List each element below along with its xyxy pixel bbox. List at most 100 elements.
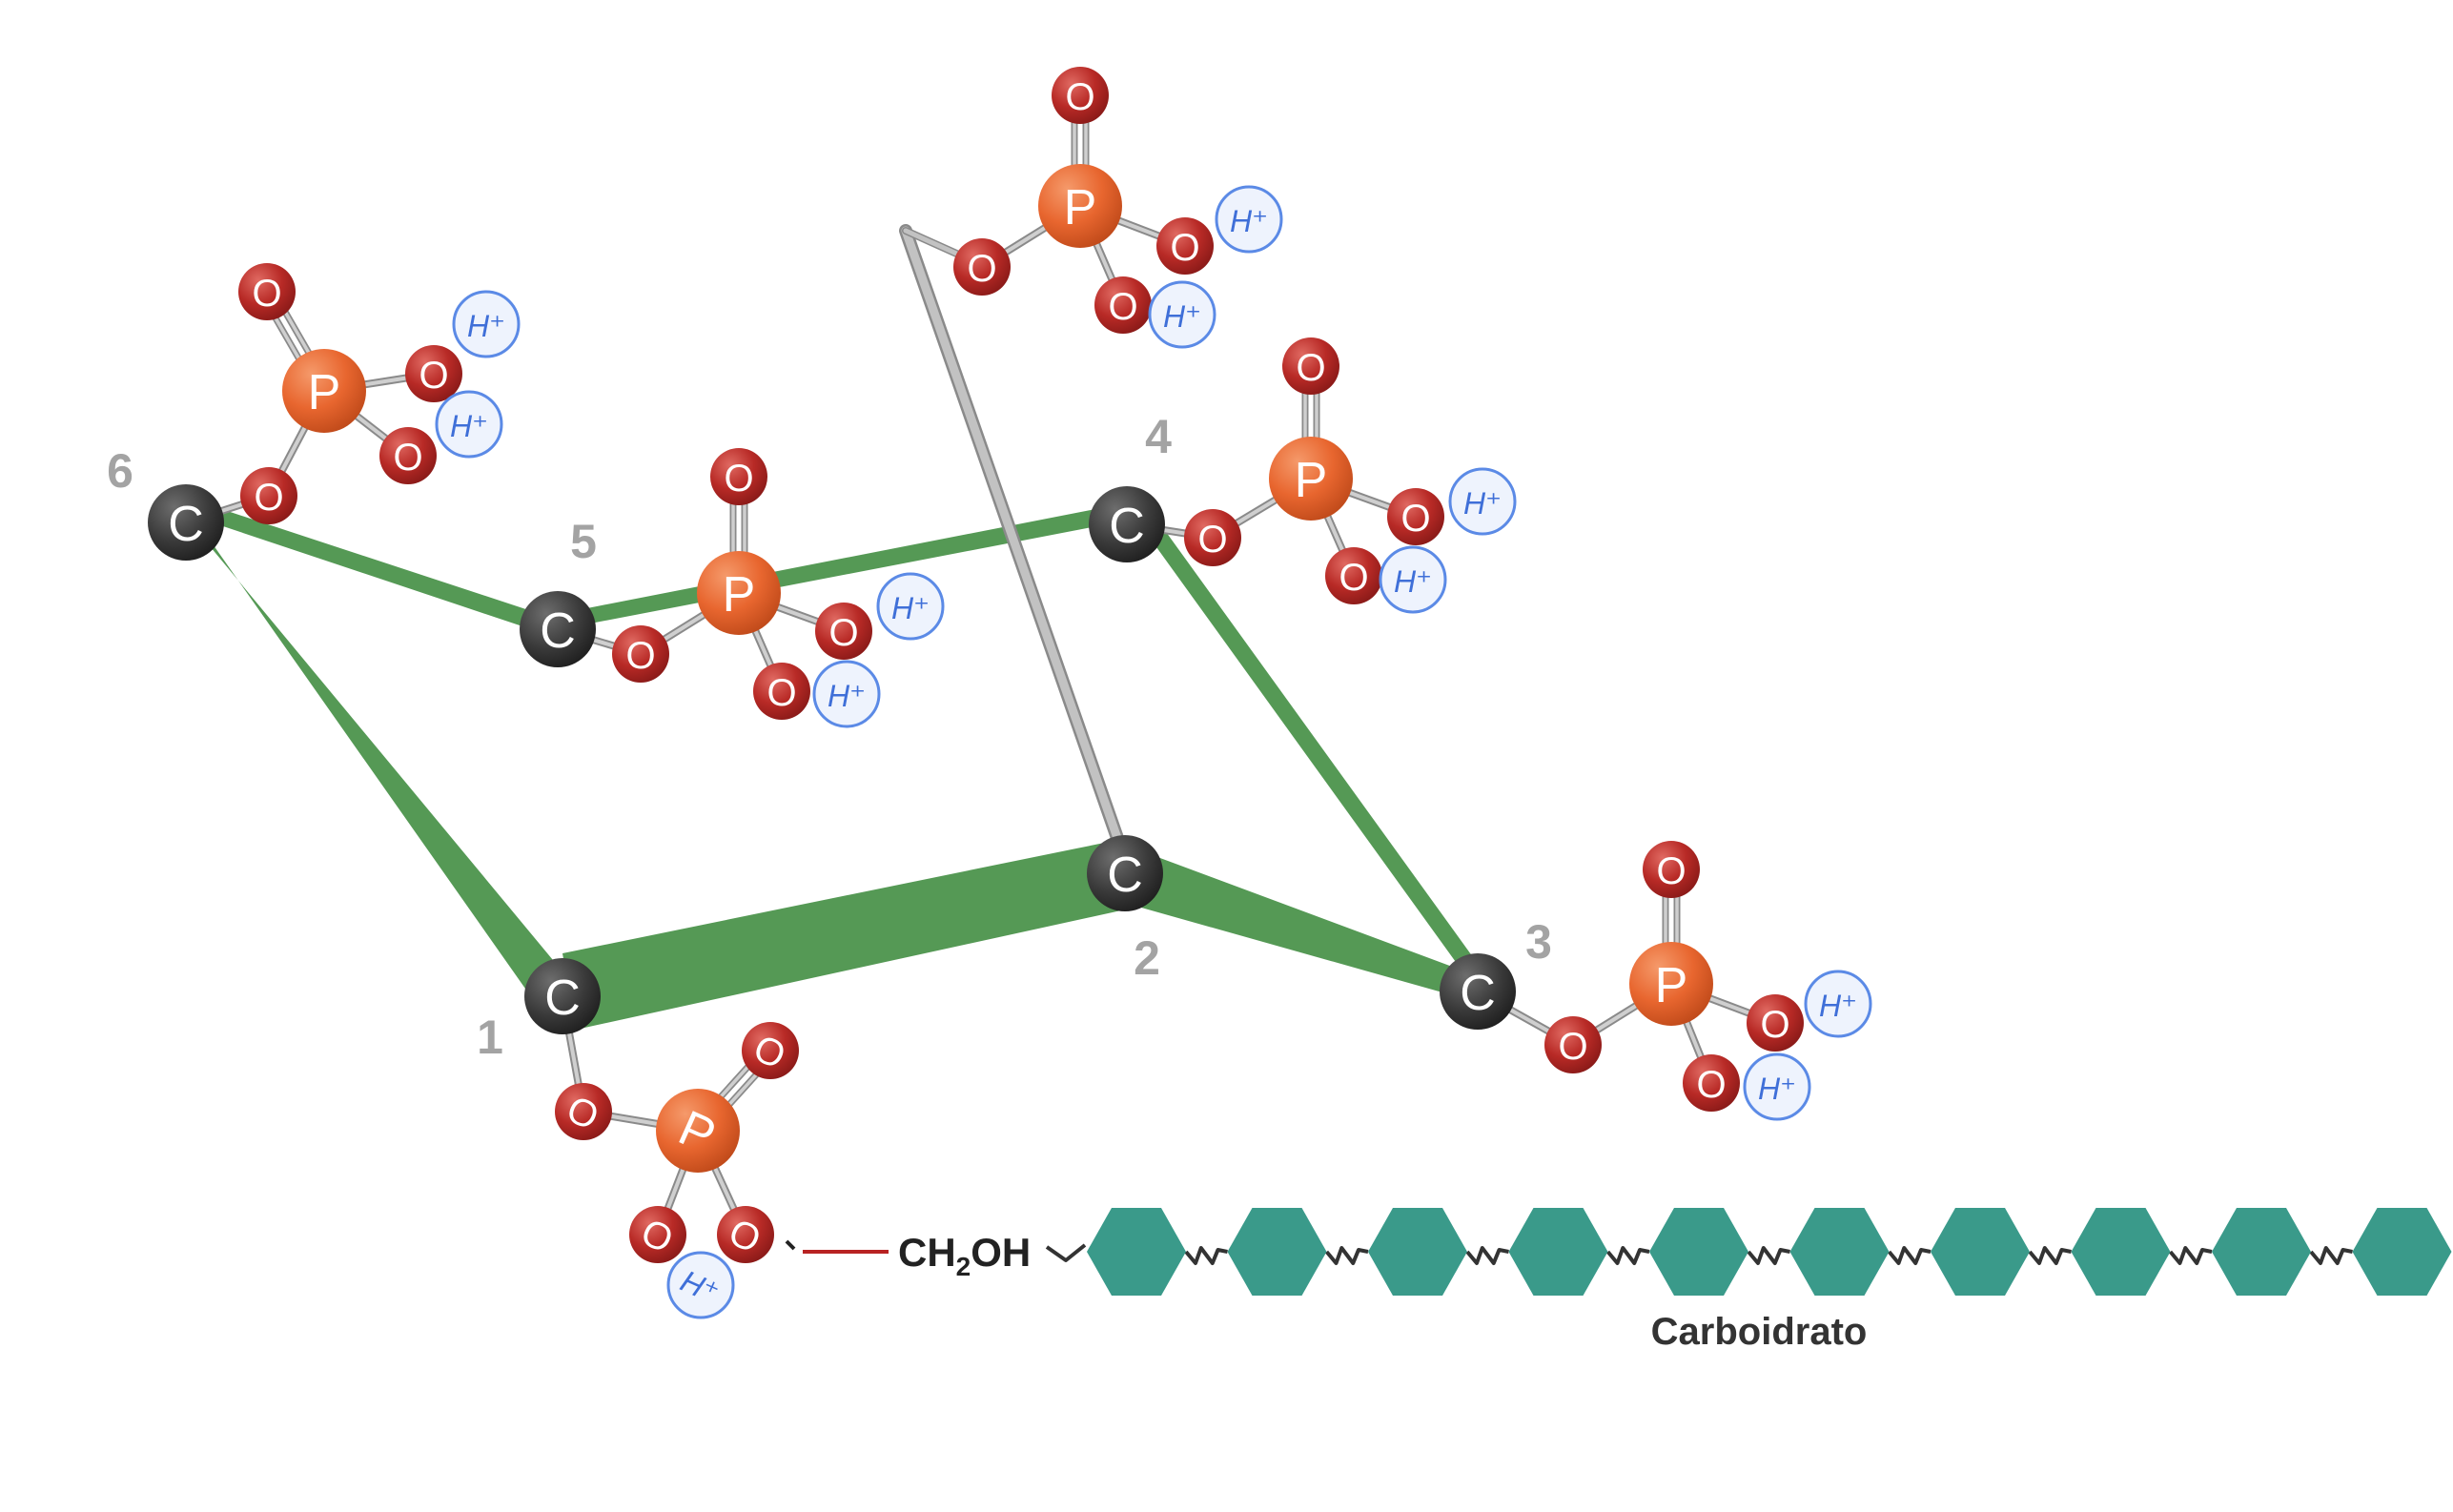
phosphate-3-proton-b: H⁺ (1743, 1052, 1811, 1121)
phosphate-1-proton-a: H⁺ (666, 1251, 735, 1319)
phosphate-ax-proton-a: H⁺ (1215, 185, 1283, 254)
phosphate-ax-oxygen-double-label: O (1065, 76, 1094, 118)
phosphate-4-oxygen-b-label: O (1339, 557, 1368, 599)
phosphate-4-proton-a-label: H⁺ (1463, 486, 1502, 521)
phosphate-ax-proton-b-label: H⁺ (1163, 299, 1201, 334)
phosphate-3-oxygen-double-label: O (1656, 850, 1686, 892)
phosphate-1-oxygen-ester: O (555, 1083, 612, 1140)
sugar-hexagon (2352, 1208, 2452, 1296)
carbon-atom-3-label: C (1460, 966, 1496, 1021)
position-label-1: 1 (477, 1011, 503, 1064)
carbon-atom-1-label: C (544, 971, 581, 1026)
carbon-atom-2: C (1087, 835, 1163, 911)
carbohydrate-label: Carboidrato (1651, 1311, 1868, 1353)
phosphate-1-oxygen-double: O (742, 1022, 799, 1079)
phosphate-ax-oxygen-ester-label: O (967, 248, 996, 290)
phosphate-6-proton-a: H⁺ (452, 290, 521, 358)
phosphate-5-proton-b-label: H⁺ (828, 679, 866, 713)
phosphate-6-oxygen-double: O (238, 263, 296, 320)
phosphate-5-oxygen-a-label: O (828, 612, 858, 654)
sugar-hexagon (1087, 1208, 1186, 1296)
phosphate-5-proton-b: H⁺ (812, 660, 881, 728)
phosphate-5-oxygen-double-label: O (724, 458, 753, 500)
inositol-ring (184, 501, 1485, 1030)
phosphate-ax-proton-a-label: H⁺ (1230, 204, 1268, 238)
position-label-3: 3 (1525, 915, 1552, 969)
phosphate-4-phosphorus-label: P (1295, 453, 1328, 508)
sugar-hexagon (2071, 1208, 2171, 1296)
phosphate-5-oxygen-double: O (710, 448, 767, 505)
phosphate-6-proton-a-label: H⁺ (467, 309, 505, 343)
phosphate-4-proton-a: H⁺ (1448, 467, 1517, 536)
phosphate-6-oxygen-ester: O (240, 467, 297, 524)
phosphate-4-oxygen-a: O (1387, 488, 1444, 545)
phosphate-6-oxygen-b: O (379, 427, 437, 484)
phosphate-6-oxygen-b-label: O (393, 437, 422, 479)
phosphate-3-oxygen-a: O (1747, 994, 1804, 1052)
phosphate-6-oxygen-ester-label: O (254, 477, 283, 519)
position-label-5: 5 (570, 515, 597, 568)
carbon-atom-4-label: C (1109, 499, 1145, 554)
position-label-6: 6 (107, 444, 133, 498)
phosphate-3-phosphorus-label: P (1655, 958, 1688, 1013)
position-numbers: 6 5 4 3 2 1 (107, 410, 1552, 1064)
phosphate-1-oxygen-a: O (717, 1206, 774, 1263)
ch2oh-linker: CH2OH (785, 1230, 1031, 1281)
phosphate-3-proton-a-label: H⁺ (1819, 989, 1857, 1023)
phosphate-1-oxygen-b: O (629, 1206, 686, 1263)
phosphate-1-phosphorus: P (656, 1089, 740, 1173)
phosphate-3-oxygen-b: O (1683, 1054, 1740, 1112)
phosphate-5-oxygen-b-label: O (767, 672, 796, 714)
carbon-atom-5-label: C (540, 603, 576, 659)
phosphate-4-oxygen-b: O (1325, 547, 1382, 604)
carbohydrate-chain (1045, 1208, 2452, 1296)
phosphate-ax-oxygen-ester: O (953, 238, 1011, 296)
phosphate-5-proton-a-label: H⁺ (891, 591, 930, 625)
ring-bond-1-2 (562, 839, 1152, 1030)
phosphate-4-proton-b-label: H⁺ (1394, 564, 1432, 599)
phosphate-4-oxygen-double-label: O (1296, 347, 1325, 389)
phosphate-5-phosphorus-label: P (723, 567, 756, 623)
phosphate-3-oxygen-double: O (1643, 841, 1700, 898)
phosphate-5-oxygen-ester: O (612, 625, 669, 683)
ring-bond-4-3 (1135, 508, 1485, 982)
phosphate-ax-phosphorus-label: P (1064, 180, 1097, 235)
sugar-hexagon (1368, 1208, 1467, 1296)
carbon-atom-6-label: C (168, 497, 204, 552)
sugar-hexagon (1227, 1208, 1327, 1296)
sugar-hexagon (1789, 1208, 1890, 1296)
phosphate-6-proton-b-label: H⁺ (450, 409, 488, 443)
ring-bond-2-3 (1135, 848, 1473, 1001)
ch2oh-label: CH2OH (898, 1230, 1031, 1281)
phosphate-3-oxygen-b-label: O (1696, 1064, 1726, 1106)
sugar-hexagon (1931, 1208, 2030, 1296)
carbon-atom-6: C (148, 484, 224, 561)
phosphate-ax-proton-b: H⁺ (1148, 280, 1216, 349)
phosphate-5-oxygen-ester-label: O (625, 635, 655, 677)
phosphate-3-proton-b-label: H⁺ (1758, 1072, 1796, 1106)
carbon-atom-3: C (1440, 953, 1516, 1030)
sugar-hexagon (2212, 1208, 2311, 1296)
sugar-hexagon (1508, 1208, 1608, 1296)
phosphate-4-oxygen-ester: O (1184, 509, 1241, 566)
carbon-atom-1: C (524, 958, 601, 1034)
phosphate-6-oxygen-double-label: O (252, 273, 281, 315)
ring-bond-6-5 (189, 501, 558, 636)
phosphate-6-phosphorus: P (282, 349, 366, 433)
phosphate-3-oxygen-ester-label: O (1558, 1026, 1587, 1068)
phosphate-5-oxygen-a: O (815, 603, 872, 660)
phosphate-4-oxygen-double: O (1282, 337, 1339, 395)
phosphate-5-phosphorus: P (697, 551, 781, 635)
position-label-2: 2 (1134, 931, 1160, 985)
ring-bond-6-1 (184, 503, 576, 1014)
phosphate-3-oxygen-ester: O (1544, 1016, 1602, 1073)
phosphate-6-oxygen-a: O (405, 345, 462, 402)
phosphate-6-phosphorus-label: P (308, 365, 341, 420)
phosphate-ax-phosphorus: P (1038, 164, 1122, 248)
carbon-atom-4: C (1089, 486, 1165, 562)
phosphate-3-phosphorus: P (1629, 942, 1713, 1026)
phosphate-3-oxygen-a-label: O (1760, 1004, 1789, 1046)
phosphate-4-oxygen-ester-label: O (1197, 519, 1227, 561)
